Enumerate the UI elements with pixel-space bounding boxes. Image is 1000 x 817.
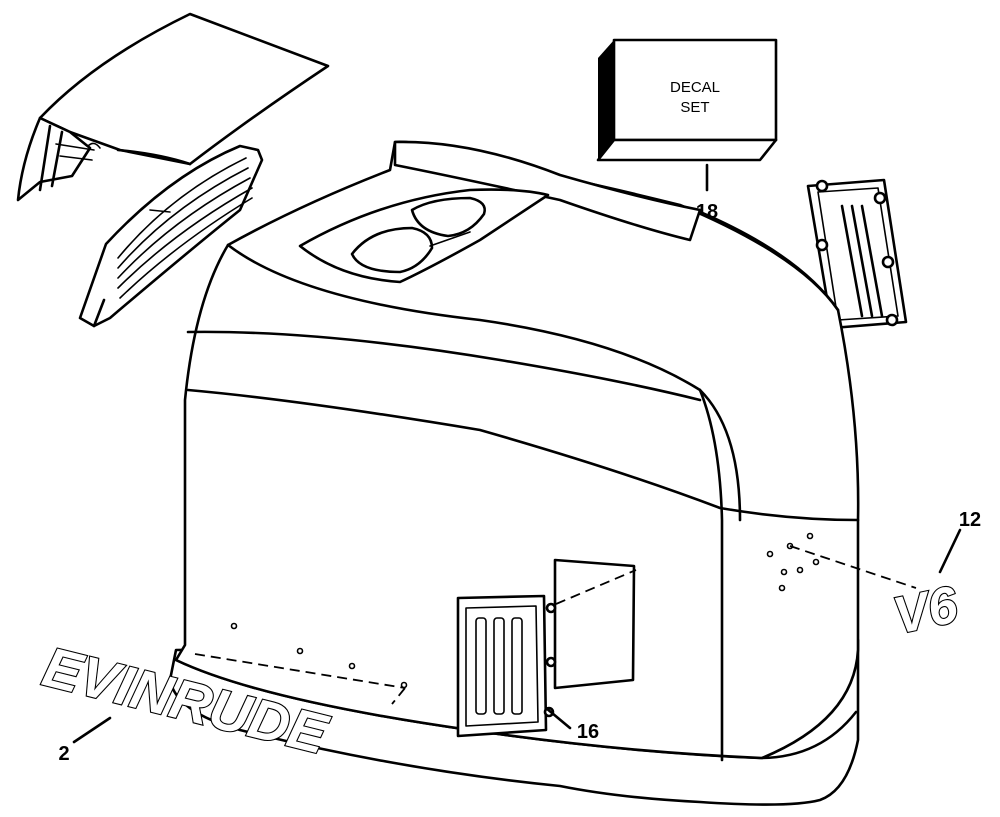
decal-text-line2: SET: [680, 99, 709, 116]
leader-line-2: [72, 716, 112, 744]
lower-vent-grille-part: [456, 558, 636, 738]
mounting-holes: [230, 532, 820, 689]
callout-12: 12: [959, 509, 981, 531]
leader-line-16: [544, 706, 572, 730]
v6-alignment-line: [789, 545, 917, 589]
vent-alignment-line: [555, 569, 637, 605]
decal-text-line1: DECAL: [670, 79, 720, 96]
decal-set-box: [596, 38, 778, 162]
leader-line-12: [938, 528, 962, 574]
grille-part: [78, 144, 264, 328]
logo-alignment-line: [194, 653, 406, 689]
logo-alignment-line-2: [391, 687, 406, 705]
callout-2: 2: [58, 743, 69, 765]
v6-logo-decal: V6: [888, 576, 963, 646]
top-cover-part: [16, 12, 330, 202]
callout-16: 16: [577, 721, 599, 743]
